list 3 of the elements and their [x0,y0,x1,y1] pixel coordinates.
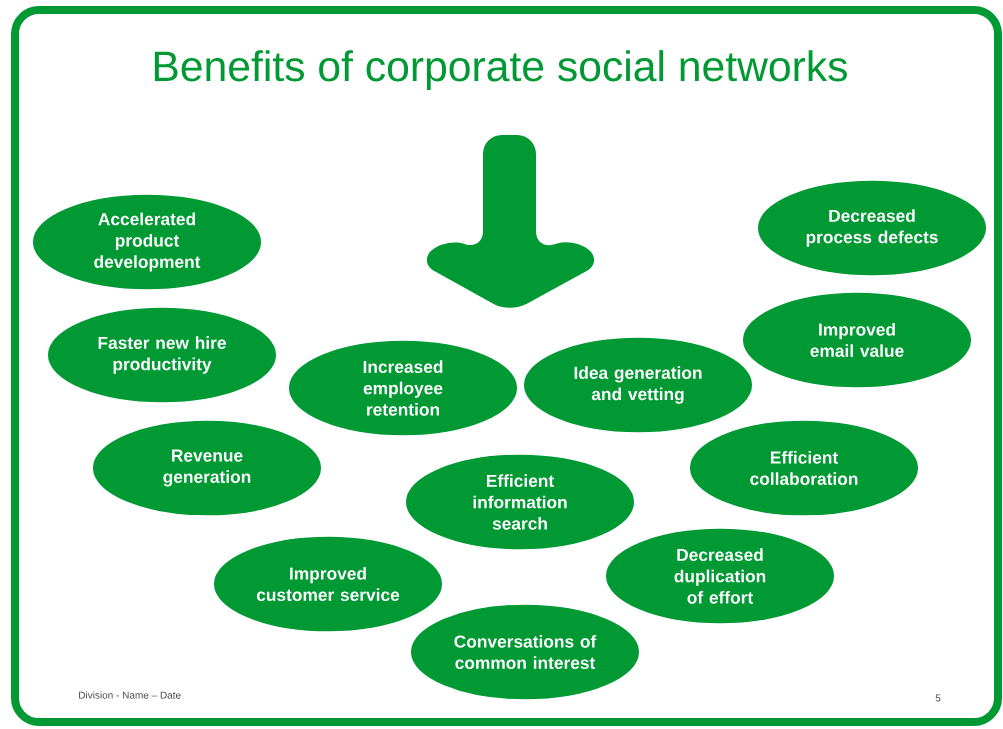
footer-text: Division - Name – Date [79,691,181,699]
slide-title: Benefits of corporate social networks [154,50,847,90]
footer-text: 5 [935,694,941,702]
